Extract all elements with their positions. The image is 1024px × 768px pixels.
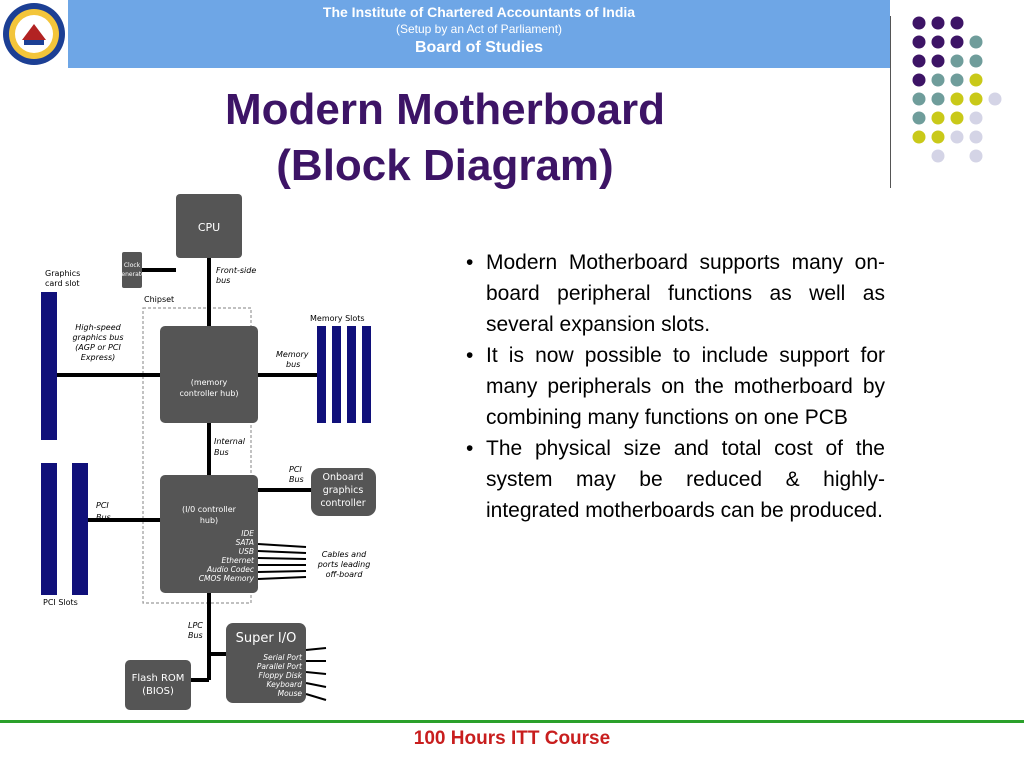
super-io-feature-serial: Serial Port: [263, 653, 303, 662]
pci-slot: [72, 463, 88, 595]
front-side-bus-label-1: Front-side: [216, 266, 256, 275]
footer-divider: [0, 720, 1024, 723]
bullet-item: • Modern Motherboard supports many on-boa…: [466, 247, 885, 340]
ich-feature-ide: IDE: [241, 529, 254, 538]
motherboard-block-diagram: CPU Clock Generator (memory controller h…: [41, 194, 376, 710]
header-text: The Institute of Chartered Accountants o…: [68, 3, 890, 59]
decorative-dot-grid: [912, 16, 1002, 163]
super-io-feature-keyboard: Keyboard: [267, 680, 303, 689]
bullet-text: The physical size and total cost of the …: [486, 437, 885, 522]
header-divider: [890, 16, 891, 188]
cables-label-2: ports leading: [317, 560, 371, 569]
hs-bus-label-1: High-speed: [75, 323, 121, 332]
lpc-bus-label-1: LPC: [188, 621, 203, 630]
pci-bus-right-label-1: PCI: [289, 465, 302, 474]
clock-label-2: Generator: [117, 271, 148, 278]
flash-label-2: (BIOS): [142, 686, 174, 697]
front-side-bus-label-2: bus: [216, 276, 230, 285]
internal-bus-label-2: Bus: [214, 448, 229, 457]
bullet-item: • It is now possible to include support f…: [466, 340, 885, 433]
title-line-1: Modern Motherboard: [225, 85, 665, 134]
slide-title: Modern Motherboard (Block Diagram): [150, 82, 740, 194]
ich-feature-usb: USB: [239, 547, 254, 556]
memory-slot: [347, 326, 356, 423]
pci-bus-left-label-2: Bus: [96, 513, 111, 522]
institute-subtitle: (Setup by an Act of Parliament): [395, 22, 563, 36]
bullet-dot-icon: •: [466, 437, 474, 460]
memory-slot: [317, 326, 326, 423]
pci-slot: [41, 463, 57, 595]
bullet-text: Modern Motherboard supports many on-boar…: [486, 251, 885, 336]
pci-bus-left-label-1: PCI: [96, 501, 109, 510]
ich-feature-audio-codec: Audio Codec: [206, 565, 255, 574]
ich-feature-sata: SATA: [236, 538, 254, 547]
graphics-slot-label-1: Graphics: [45, 269, 80, 278]
bullet-item: • The physical size and total cost of the…: [466, 433, 885, 526]
cpu-label: CPU: [198, 221, 220, 234]
onboard-graphics-box: [311, 468, 376, 516]
graphics-slot-label-2: card slot: [45, 279, 80, 288]
chipset-outline: [142, 307, 252, 604]
bullet-dot-icon: •: [466, 251, 474, 274]
ich-feature-cmos-memory: CMOS Memory: [199, 574, 255, 583]
memory-slots-label: Memory Slots: [310, 314, 365, 323]
super-io-feature-mouse: Mouse: [278, 689, 303, 698]
lpc-bus-label-2: Bus: [188, 631, 203, 640]
memory-controller-hub-box: [160, 326, 258, 423]
mch-label-2: controller hub): [179, 389, 238, 398]
mch-label-1: (memory: [191, 378, 228, 387]
graphics-card-slot: [41, 292, 57, 440]
ich-feature-ethernet: Ethernet: [222, 556, 255, 565]
memory-slot: [332, 326, 341, 423]
hs-bus-label-2: graphics bus: [72, 333, 123, 342]
ich-label-1: (I/0 controller: [182, 505, 237, 514]
chipset-label: Chipset: [144, 295, 174, 304]
ich-label-2: hub): [200, 516, 218, 525]
memory-slot: [362, 326, 371, 423]
pci-slots-label: PCI Slots: [43, 598, 78, 607]
super-io-feature-floppy: Floppy Disk: [259, 671, 303, 680]
cpu-box: [176, 194, 242, 258]
onboard-label-2: graphics: [323, 485, 364, 496]
hs-bus-label-4: Express): [81, 353, 116, 362]
footer-course-name: 100 Hours ITT Course: [413, 728, 611, 749]
bullet-text: It is now possible to include support fo…: [486, 344, 885, 429]
clock-label-1: Clock: [124, 262, 141, 269]
super-io-box: [226, 623, 306, 703]
onboard-label-3: controller: [320, 498, 365, 509]
bullet-list: • Modern Motherboard supports many on-boa…: [466, 247, 885, 526]
cables-label-3: off-board: [326, 570, 364, 579]
flash-rom-box: [125, 660, 191, 710]
bullet-dot-icon: •: [466, 344, 474, 367]
flash-label-1: Flash ROM: [132, 673, 185, 684]
icai-logo: [3, 3, 65, 65]
title-line-2: (Block Diagram): [276, 141, 614, 190]
institute-name: The Institute of Chartered Accountants o…: [322, 4, 636, 20]
header-band: [68, 0, 890, 68]
hs-bus-label-3: (AGP or PCI: [75, 343, 121, 352]
internal-bus-label-1: Internal: [214, 437, 246, 446]
board-of-studies: Board of Studies: [414, 39, 543, 56]
cables-label-1: Cables and: [322, 550, 367, 559]
onboard-label-1: Onboard: [323, 472, 364, 483]
super-io-label: Super I/O: [236, 631, 297, 646]
pci-bus-right-label-2: Bus: [289, 475, 304, 484]
memory-bus-label-1: Memory: [276, 350, 309, 359]
io-controller-hub-box: [160, 475, 258, 593]
clock-generator-box: [122, 252, 142, 288]
super-io-feature-parallel: Parallel Port: [257, 662, 303, 671]
memory-bus-label-2: bus: [286, 360, 300, 369]
